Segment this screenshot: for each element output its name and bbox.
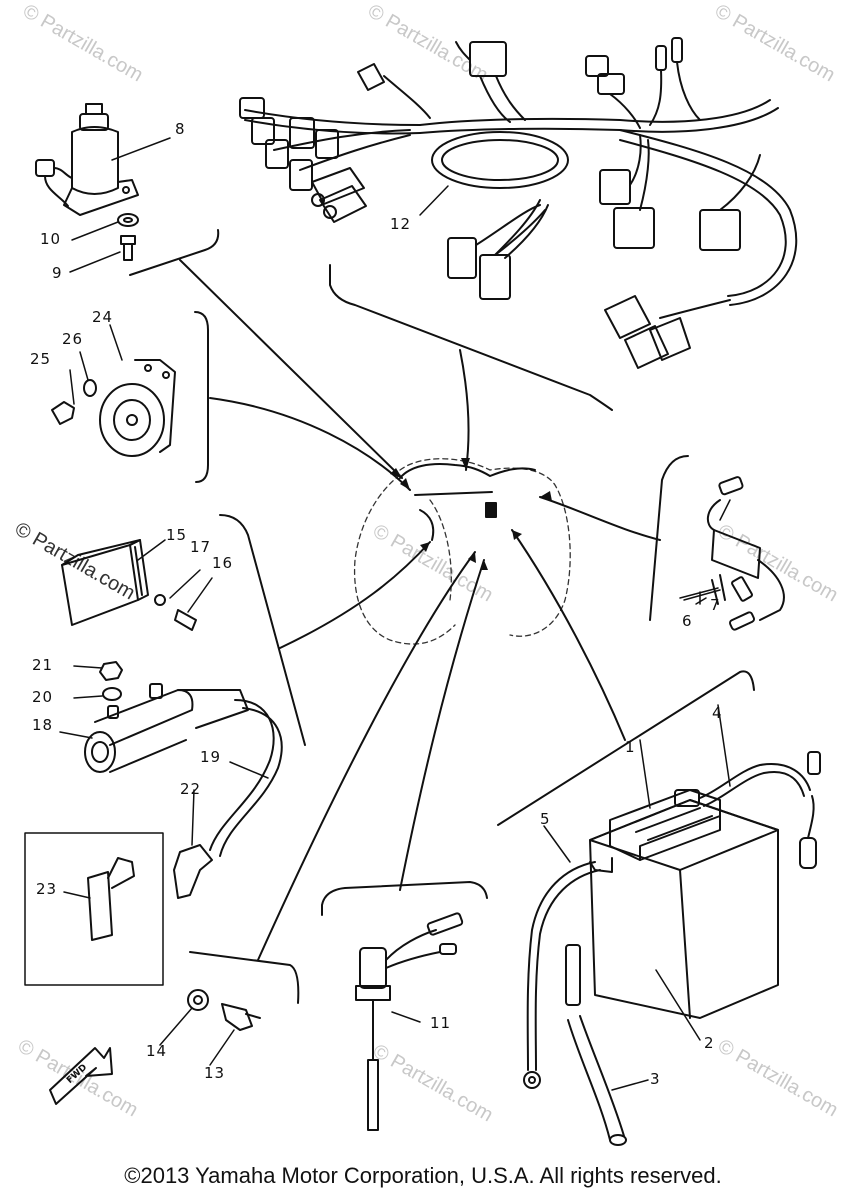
frame-outline <box>353 458 571 645</box>
callout-22: 22 <box>180 780 202 798</box>
fwd-label: FWD <box>65 1063 89 1086</box>
callout-11: 11 <box>430 1014 452 1032</box>
frame-bracket <box>399 463 536 541</box>
callout-3: 3 <box>650 1070 661 1088</box>
copyright-notice: ©2013 Yamaha Motor Corporation, U.S.A. A… <box>124 1163 722 1188</box>
screw-16-part <box>174 609 197 631</box>
callout-15: 15 <box>166 526 188 544</box>
callout-14: 14 <box>146 1042 168 1060</box>
positive-lead-4-part <box>699 751 821 869</box>
vent-pipe-2-part <box>565 944 581 1006</box>
callout-leaders <box>59 137 731 1091</box>
neutral-switch-part <box>221 1003 261 1031</box>
battery-part <box>589 789 779 1019</box>
group-brackets <box>129 229 755 1004</box>
callout-6: 6 <box>682 612 693 630</box>
horn-part <box>99 359 176 457</box>
leader-lines <box>179 259 661 961</box>
callout-16: 16 <box>212 554 234 572</box>
callout-8: 8 <box>175 120 186 138</box>
callout-5: 5 <box>540 810 551 828</box>
washer-10-part <box>117 213 139 227</box>
washer-20-part <box>102 687 122 701</box>
washer-26-part <box>83 379 97 397</box>
negative-lead-5-part <box>523 861 601 1089</box>
plug-cap-23-part <box>24 832 164 986</box>
callout-2: 2 <box>704 1034 715 1052</box>
wire-harness-part <box>239 37 798 369</box>
breather-hose-3-part <box>567 1015 627 1146</box>
callout-20: 20 <box>32 688 54 706</box>
screw-9-part <box>120 235 136 261</box>
parts-diagram: FWD <box>24 37 821 1146</box>
callout-23: 23 <box>36 880 58 898</box>
callout-19: 19 <box>200 748 222 766</box>
bolt-25-part <box>51 401 75 425</box>
gasket-14-part <box>187 989 209 1011</box>
callout-18: 18 <box>32 716 54 734</box>
callout-10: 10 <box>40 230 62 248</box>
callout-13: 13 <box>204 1064 226 1082</box>
callout-12: 12 <box>390 215 412 233</box>
callout-21: 21 <box>32 656 54 674</box>
washer-17-part <box>154 594 166 606</box>
callout-4: 4 <box>712 704 723 722</box>
stop-switch-part <box>355 912 464 1131</box>
arrow-heads <box>390 458 552 570</box>
plug-cap-22-part <box>173 844 213 899</box>
flasher-relay-part <box>61 539 149 626</box>
callout-1: 1 <box>625 738 636 756</box>
nut-21-part <box>99 661 123 681</box>
callout-9: 9 <box>52 264 63 282</box>
fwd-arrow-icon <box>49 1047 113 1105</box>
main-switch-part <box>35 103 139 216</box>
callout-24: 24 <box>92 308 114 326</box>
callout-25: 25 <box>30 350 52 368</box>
callout-26: 26 <box>62 330 84 348</box>
callout-7: 7 <box>710 596 721 614</box>
ignition-coil-part <box>84 683 283 857</box>
callout-17: 17 <box>190 538 212 556</box>
